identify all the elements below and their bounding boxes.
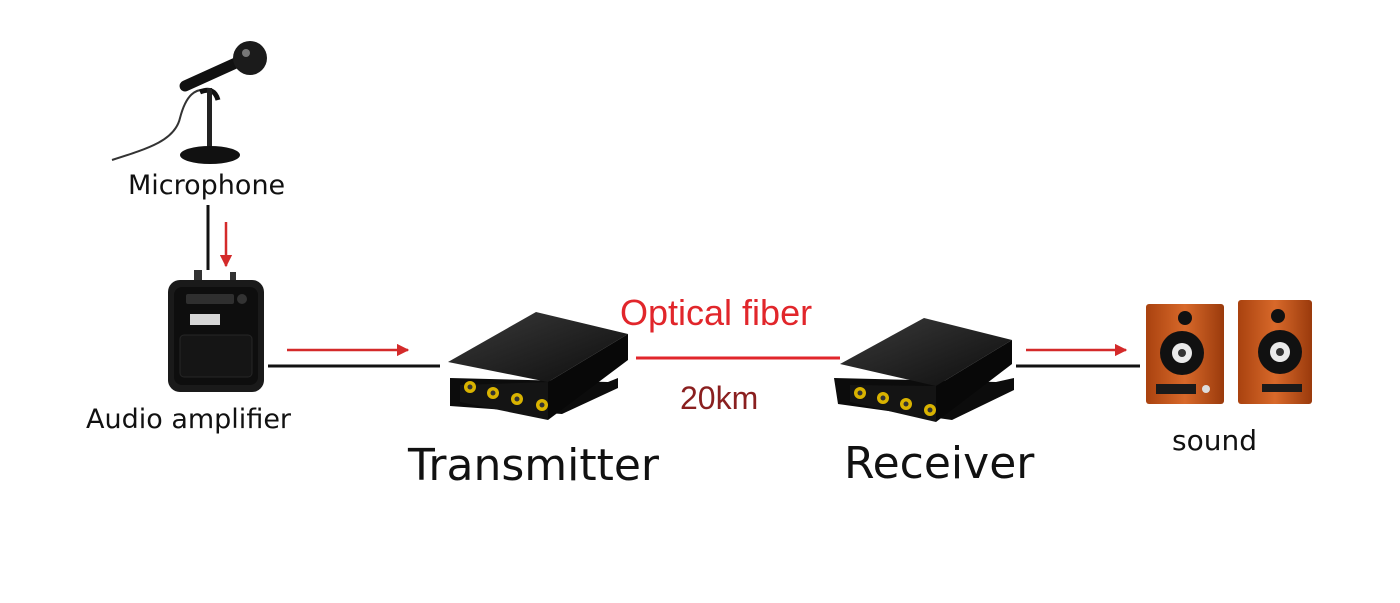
receiver-device-icon	[834, 318, 1014, 422]
optical-fiber-label: Optical fiber	[620, 292, 813, 333]
transmitter-label: Transmitter	[408, 440, 660, 491]
receiver-label: Receiver	[844, 438, 1035, 489]
transmitter-device-icon	[448, 312, 628, 420]
distance-label: 20km	[680, 380, 759, 416]
microphone-label: Microphone	[128, 170, 286, 201]
sound-label: sound	[1172, 424, 1257, 457]
audio-amplifier-icon	[168, 270, 264, 392]
audio-amplifier-label: Audio amplifier	[86, 404, 292, 435]
speaker-icon	[1146, 300, 1312, 404]
microphone-icon	[111, 41, 267, 164]
